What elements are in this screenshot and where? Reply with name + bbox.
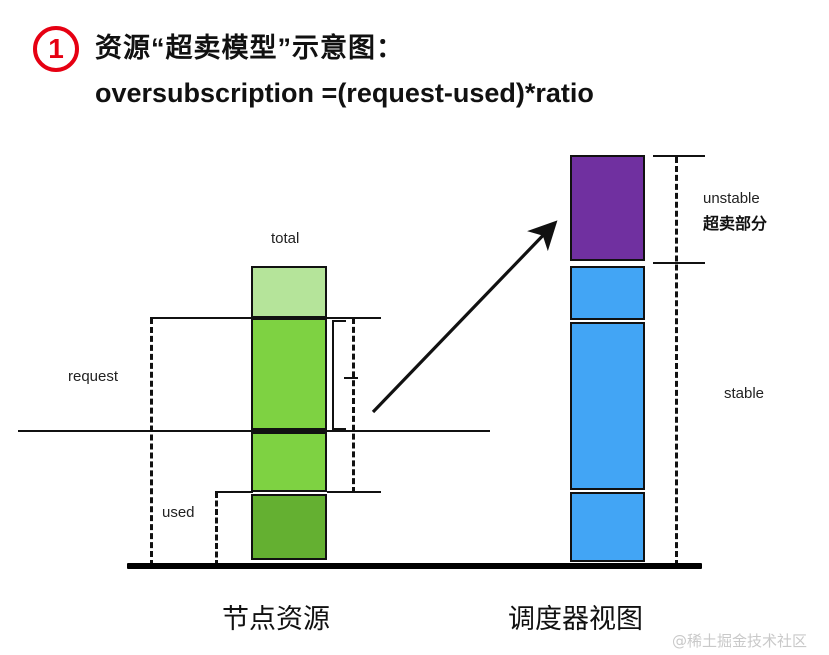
unstable-bottom-tick [653, 262, 705, 264]
request-left-dashed-line [150, 318, 153, 566]
bar-segment-stable-bottom [570, 492, 645, 562]
request-right-dashed-line [352, 318, 355, 493]
bar-segment-request-upper [251, 318, 327, 430]
request-top-leader-line [150, 317, 252, 319]
ground-baseline [127, 563, 702, 569]
bar-segment-oversubscription [570, 155, 645, 261]
bar-segment-used [251, 494, 327, 560]
used-left-dashed-line [215, 492, 218, 566]
request-baseline [18, 430, 490, 432]
total-label: total [271, 230, 300, 247]
used-label: used [162, 504, 195, 521]
unstable-label-cn: 超卖部分 [703, 216, 768, 233]
used-top-leader-line-left [215, 491, 253, 493]
step-number-badge: 1 [33, 26, 79, 72]
unstable-top-tick [653, 155, 705, 157]
watermark: @稀土掘金技术社区 [672, 632, 808, 650]
unstable-label: unstable [703, 190, 760, 207]
oversubscription-brace-tick [344, 377, 358, 379]
request-label: request [68, 368, 119, 385]
bar-segment-stable-top [570, 266, 645, 320]
stable-label: stable [724, 385, 765, 402]
page-title: 资源“超卖模型”示意图： [95, 33, 404, 63]
right-panel-caption: 调度器视图 [508, 604, 643, 634]
oversubscription-brace [332, 320, 346, 430]
bar-segment-stable-mid [570, 322, 645, 490]
scheduler-right-dashed-line [675, 157, 678, 566]
bar-segment-free-capacity [251, 266, 327, 318]
bar-segment-request-lower [251, 432, 327, 492]
formula-text: oversubscription =(request-used)*ratio [95, 78, 594, 108]
left-panel-caption: 节点资源 [222, 604, 330, 634]
